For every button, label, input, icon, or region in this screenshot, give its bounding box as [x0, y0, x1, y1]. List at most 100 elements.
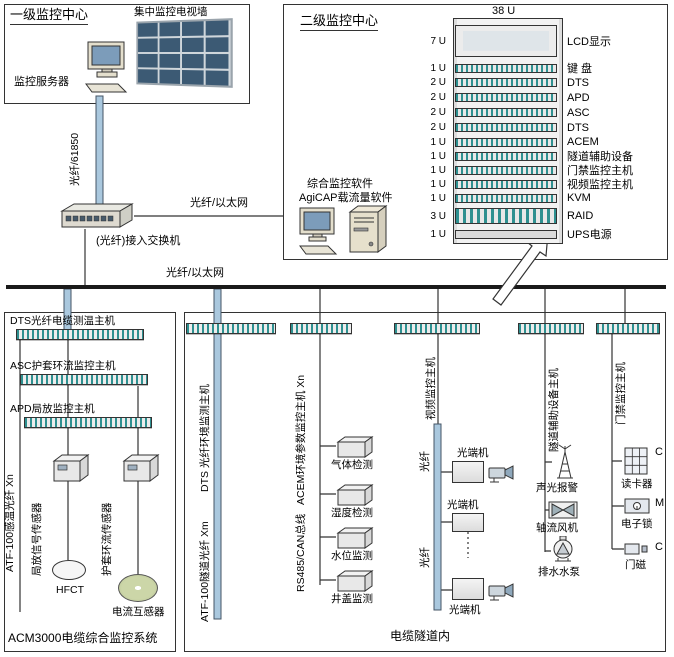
rack-device-label: APD	[567, 91, 590, 104]
rack-module-bar	[455, 108, 557, 117]
temp-fiber-label: ATF-100感温光纤 Xn	[4, 474, 16, 572]
acm-system-title: ACM3000电缆综合监控系统	[8, 631, 158, 645]
rack-row: 1 U 门禁监控主机	[421, 163, 633, 178]
optical-terminal-box-1	[452, 461, 484, 483]
optical-terminal-label-1: 光端机	[457, 447, 489, 459]
tv-wall	[136, 18, 233, 88]
door-magnet-icon	[623, 541, 649, 560]
door-magnet-label: 门磁	[625, 559, 646, 571]
aux-host-label: 隧道辅助设备主机	[548, 368, 560, 452]
rack-device-label: 门禁监控主机	[567, 165, 633, 177]
rack-module-bar	[455, 78, 557, 87]
access-host-bar	[596, 323, 660, 334]
rack-u-label: 2 U	[430, 92, 446, 103]
rack-u-label: 7 U	[430, 35, 446, 47]
access-host-label: 门禁监控主机	[615, 362, 627, 425]
rack-u-label: 1 U	[430, 62, 446, 74]
rack-u-label: 1 U	[430, 164, 446, 176]
pump-label: 排水水泵	[538, 566, 580, 578]
rack-device-label: RAID	[567, 210, 594, 222]
rack-device-label: LCD显示	[567, 36, 612, 48]
rack-u-label: 2 U	[430, 77, 446, 88]
rack-device-label: 隧道辅助设备	[567, 151, 633, 163]
fan-label: 轴流风机	[536, 522, 578, 534]
access-switch-label: (光纤)接入交换机	[96, 235, 181, 247]
rack-row: 1 U UPS电源	[421, 227, 633, 242]
rack-lcd-panel	[455, 25, 557, 57]
rack-module-bar	[455, 165, 557, 175]
fan-icon	[548, 500, 578, 523]
water-level-sensor-label: 水位监测	[331, 550, 373, 562]
water-level-sensor-icon	[336, 527, 374, 552]
tunnel-dts-host-bar	[186, 323, 276, 334]
fiber-label-2: 光纤	[419, 547, 431, 568]
video-host-label: 视频监控主机	[425, 357, 437, 420]
level1-title: 一级监控中心	[10, 7, 89, 25]
rack-row: 1 U KVM	[421, 191, 633, 205]
camera-icon-2	[487, 581, 515, 604]
camera-icon-1	[487, 463, 515, 486]
card-reader-icon	[622, 446, 650, 479]
rack-device-label: 视频监控主机	[567, 179, 633, 191]
rack-module-bar	[455, 123, 557, 132]
rack-raid-bar	[455, 208, 557, 224]
acem-host-label: ACEM环境参数监控主机 Xn	[295, 374, 307, 505]
manhole-sensor-icon	[336, 570, 374, 595]
rack-u-label: 1 U	[430, 192, 446, 204]
current-transformer-icon	[118, 574, 158, 602]
fiber-61850-label: 光纤/61850	[69, 132, 81, 186]
card-reader-tag: C	[655, 446, 663, 458]
acm-host-bar-dts	[16, 329, 144, 340]
software-label-line2: AgiCAP载流量软件	[299, 192, 393, 204]
tunnel-dts-host-label: DTS 光纤环境监测主机	[199, 384, 211, 492]
acm-host-bar-asc	[20, 374, 148, 385]
acm-host-label-dts: DTS光纤电缆测温主机	[10, 315, 115, 327]
electric-lock-label: 电子锁	[621, 518, 653, 530]
fieldbus-label: RS485/CAN总线	[295, 513, 307, 592]
fiber-label-1: 光纤	[419, 451, 431, 472]
aux-host-bar	[518, 323, 584, 334]
rack-module-bar	[455, 151, 557, 161]
rack-row: 7 U LCD显示	[421, 21, 633, 61]
manhole-sensor-label: 井盖监测	[331, 593, 373, 605]
rack-capacity-label: 38 U	[492, 5, 516, 17]
acm-host-label-asc: ASC护套环流监控主机	[10, 360, 116, 372]
rack-row: 2 U DTS	[421, 120, 633, 135]
rack-device-label: KVM	[567, 192, 591, 204]
rack-device-label: UPS电源	[567, 229, 612, 241]
fiber-cable-level1	[95, 95, 104, 209]
server-label: 监控服务器	[14, 76, 69, 88]
rack-module-bar	[455, 137, 557, 147]
current-transformer-label: 电流互感器	[112, 606, 165, 618]
tunnel-area-title: 电缆隧道内	[390, 629, 451, 643]
tunnel-area-box	[184, 312, 666, 652]
rack-device-label: 键 盘	[567, 63, 593, 75]
operator-workstation-icon	[298, 204, 394, 259]
video-host-bar	[394, 323, 480, 334]
gas-sensor-icon	[336, 436, 374, 461]
humidity-sensor-icon	[336, 484, 374, 509]
level2-title: 二级监控中心	[300, 13, 379, 31]
acm-host-bar-apd	[24, 417, 152, 428]
rack-device-label: ASC	[567, 106, 590, 119]
rack-module-bar	[455, 193, 557, 203]
rack-module-bar	[455, 63, 557, 73]
backbone-label: 光纤/以太网	[166, 267, 225, 279]
rack-device-label: DTS	[567, 121, 589, 134]
rack-device-label: ACEM	[567, 136, 599, 148]
rack-u-label: 1 U	[430, 228, 446, 240]
optical-terminal-box-3	[452, 578, 484, 600]
rack-u-label: 2 U	[430, 122, 446, 133]
tunnel-fiber-label: ATF-100隧道光纤 Xm	[199, 521, 211, 622]
pd-sensor-icon	[50, 453, 90, 486]
alarm-antenna-icon	[552, 444, 578, 483]
alarm-label: 声光报警	[536, 482, 578, 494]
door-magnet-tag: C	[655, 541, 663, 553]
backbone-bus	[6, 285, 666, 289]
sheath-sensor-label: 护套环流传感器	[101, 502, 113, 577]
